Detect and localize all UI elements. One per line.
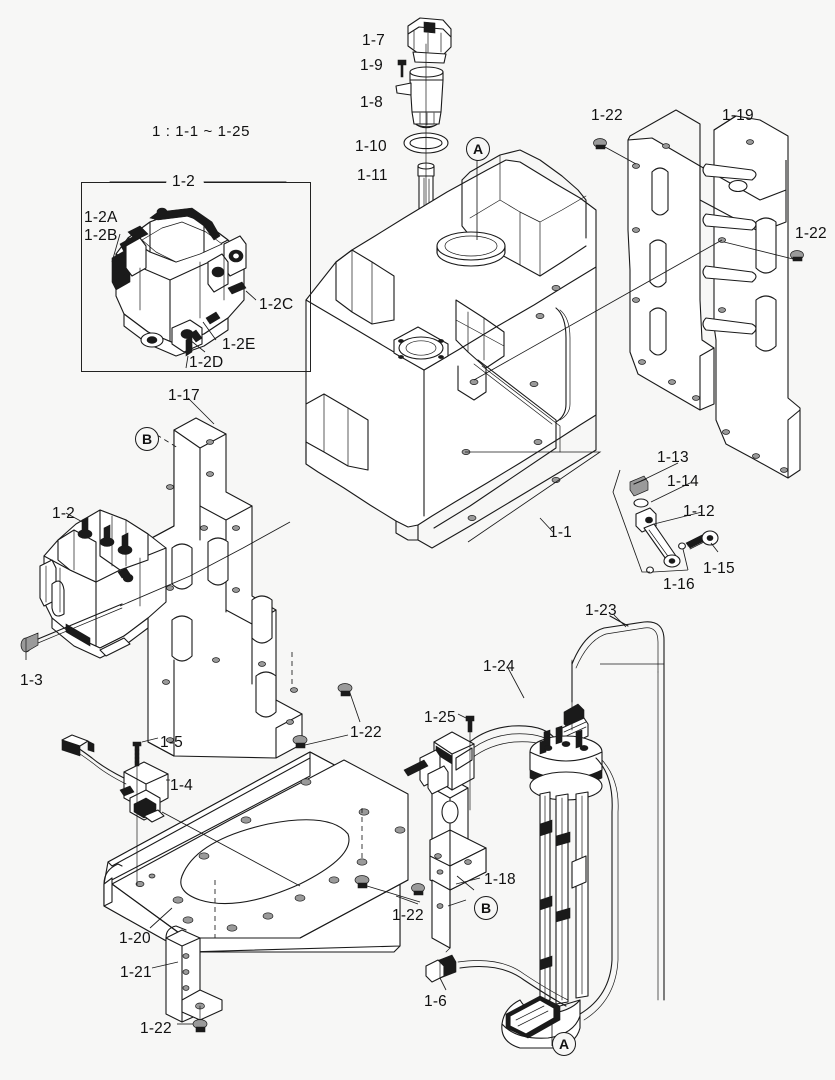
small-bracket-1-18 xyxy=(429,777,487,953)
callout-1-18: 1-18 xyxy=(484,871,516,888)
callout-1-5: 1-5 xyxy=(160,734,184,751)
bolt-1-22-bracket-1-18 xyxy=(411,883,425,896)
callout-1-7: 1-7 xyxy=(362,32,386,49)
support-bracket-1-21 xyxy=(165,925,223,1023)
bolt-1-22-bracket-right xyxy=(723,241,804,262)
bolt-1-22-plate-right xyxy=(354,875,421,903)
mounting-plate-1-17 xyxy=(147,417,303,759)
side-bracket-1-19 xyxy=(627,109,801,479)
callout-1-25: 1-25 xyxy=(424,709,456,726)
callout-1-22-top-left: 1-22 xyxy=(591,107,623,124)
section-mark-b-bottom: B xyxy=(474,896,498,920)
callout-1-11: 1-11 xyxy=(357,167,388,184)
callout-1-2D: 1-2D xyxy=(189,354,224,371)
callout-1-2B: 1-2B xyxy=(84,227,118,244)
callout-1-22-support: 1-22 xyxy=(140,1020,172,1037)
callout-1-14: 1-14 xyxy=(667,473,699,490)
callout-1-6: 1-6 xyxy=(424,993,448,1010)
callout-1-24: 1-24 xyxy=(483,658,515,675)
fuel-tank xyxy=(305,149,597,549)
callout-1-17: 1-17 xyxy=(168,387,200,404)
callout-1-12: 1-12 xyxy=(683,503,715,520)
vent-tube-1-23 xyxy=(571,615,665,1001)
filler-cap-assembly xyxy=(395,17,452,346)
callout-1-22-bracket: 1-22 xyxy=(392,907,424,924)
callout-1-22-top-right: 1-22 xyxy=(795,225,827,242)
bolt-1-22-support xyxy=(177,1005,208,1033)
callout-1-10: 1-10 xyxy=(355,138,387,155)
bolt-1-22-plate-upper-b xyxy=(337,683,361,723)
diagram-title: 1 : 1-1 ~ 1-25 xyxy=(152,123,251,140)
section-mark-a-bottom: A xyxy=(552,1032,576,1056)
bolt-1-22-plate-upper-a xyxy=(292,734,349,749)
callout-1-2C: 1-2C xyxy=(259,296,294,313)
callout-1-21: 1-21 xyxy=(120,964,152,981)
section-mark-a-top: A xyxy=(466,137,490,161)
callout-1-19: 1-19 xyxy=(722,107,754,124)
callout-1-20: 1-20 xyxy=(119,930,151,947)
bolt-1-22-bracket-left xyxy=(593,138,637,165)
fuel-sender-unit xyxy=(501,659,619,1049)
callout-1-2A: 1-2A xyxy=(84,209,118,226)
callout-1-2-main: 1-2 xyxy=(52,505,76,522)
hose-connector-1-6 xyxy=(425,954,569,1007)
callout-1-22-plate: 1-22 xyxy=(350,724,382,741)
section-mark-b-left: B xyxy=(135,427,159,451)
callout-1-1: 1-1 xyxy=(549,524,573,541)
solenoid-valve-1-4 xyxy=(61,734,169,887)
pump-module-main xyxy=(39,509,167,659)
callout-1-9: 1-9 xyxy=(360,57,384,74)
callout-1-15: 1-15 xyxy=(703,560,735,577)
callout-1-13: 1-13 xyxy=(657,449,689,466)
callout-1-16: 1-16 xyxy=(663,576,695,593)
callout-1-4: 1-4 xyxy=(170,777,194,794)
link-rod-assembly xyxy=(612,462,719,574)
inset-title-label: 1-2 xyxy=(172,173,196,190)
callout-1-23: 1-23 xyxy=(585,602,617,619)
base-plate-1-20 xyxy=(103,751,409,953)
wire-harness-1-24 xyxy=(403,715,557,811)
callout-1-2E: 1-2E xyxy=(222,336,256,353)
callout-1-8: 1-8 xyxy=(360,94,384,111)
callout-1-3: 1-3 xyxy=(20,672,44,689)
